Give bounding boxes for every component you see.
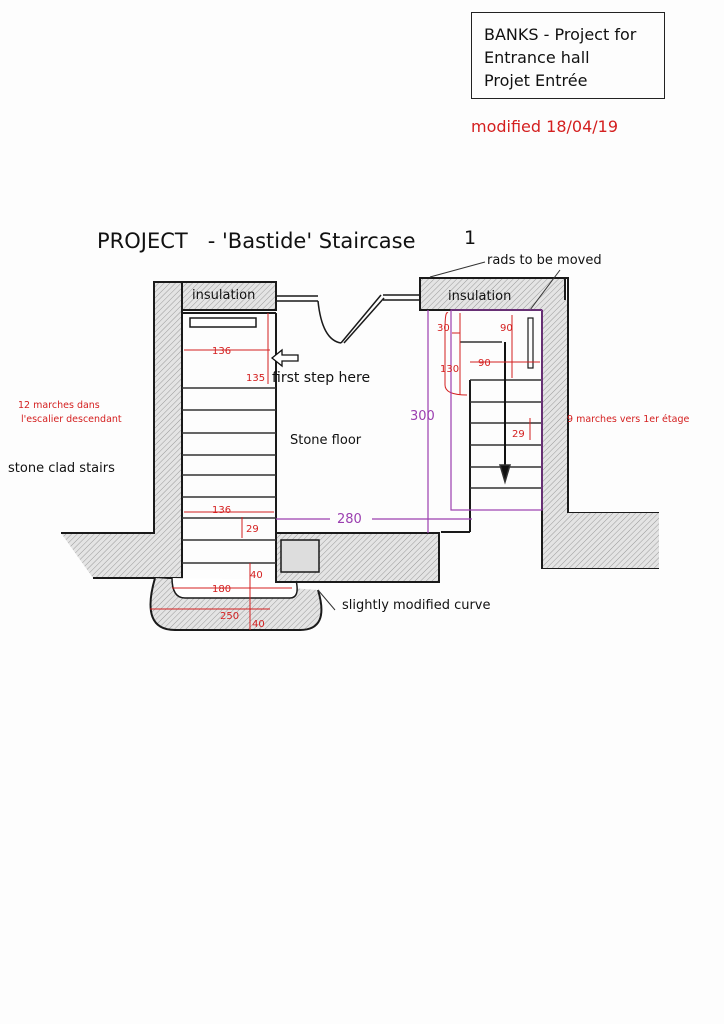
purple-dimension-lines (276, 309, 543, 533)
marches-left-line1: 12 marches dans (18, 400, 100, 411)
dim-30: 30 (437, 323, 450, 334)
dim-136-top: 136 (212, 346, 231, 357)
page-heading: PROJECT - 'Bastide' Staircase (97, 229, 416, 253)
rads-label: rads to be moved (487, 253, 602, 268)
walls (61, 277, 659, 631)
slab-square (280, 539, 320, 573)
dim-29-left: 29 (246, 524, 259, 535)
slightly-modified-label: slightly modified curve (342, 598, 491, 613)
left-insulation (181, 281, 277, 311)
title-line-3: Projet Entrée (484, 71, 588, 90)
modified-date: modified 18/04/19 (471, 117, 618, 136)
dim-300: 300 (410, 409, 435, 424)
marches-right: 9 marches vers 1er étage (567, 414, 689, 425)
right-steps (460, 341, 542, 489)
title-box: BANKS - Project for Entrance hall Projet… (471, 12, 665, 99)
dim-135: 135 (246, 373, 265, 384)
dim-90-top: 90 (500, 323, 513, 334)
dim-40-upper: 40 (250, 570, 263, 581)
heading-number: 1 (464, 227, 476, 249)
door-opening (276, 294, 420, 344)
first-step-arrow-icon (270, 348, 299, 368)
dim-29-right: 29 (512, 429, 525, 440)
stone-floor-label: Stone floor (290, 433, 362, 448)
dim-280: 280 (337, 512, 362, 527)
dim-130: 130 (440, 364, 459, 375)
labels: rads to be moved insulation insulation f… (8, 253, 602, 613)
direction-arrow-icon (498, 464, 512, 485)
red-dimension-lines (150, 312, 540, 630)
left-steps (182, 387, 276, 564)
stone-clad-label: stone clad stairs (8, 461, 115, 476)
left-wall (61, 281, 183, 579)
red-notes: 12 marches dans l'escalier descendant 9 … (18, 400, 689, 425)
dim-90-mid: 90 (478, 358, 491, 369)
marches-left-line2: l'escalier descendant (21, 414, 122, 425)
dim-250: 250 (220, 611, 239, 622)
title-line-2: Entrance hall (484, 48, 590, 67)
insulation-left-label: insulation (192, 288, 255, 303)
dim-136-bottom: 136 (212, 505, 231, 516)
first-step-label: first step here (272, 370, 370, 386)
dim-40-lower: 40 (252, 619, 265, 630)
insulation-right-label: insulation (448, 289, 511, 304)
red-dimensions: 136 135 136 29 40 180 250 40 30 90 90 13… (212, 323, 525, 630)
right-radiator (527, 317, 534, 369)
title-line-1: BANKS - Project for (484, 25, 637, 44)
purple-dimensions: 300 280 (337, 409, 435, 527)
dim-180: 180 (212, 584, 231, 595)
left-radiator (189, 317, 257, 328)
